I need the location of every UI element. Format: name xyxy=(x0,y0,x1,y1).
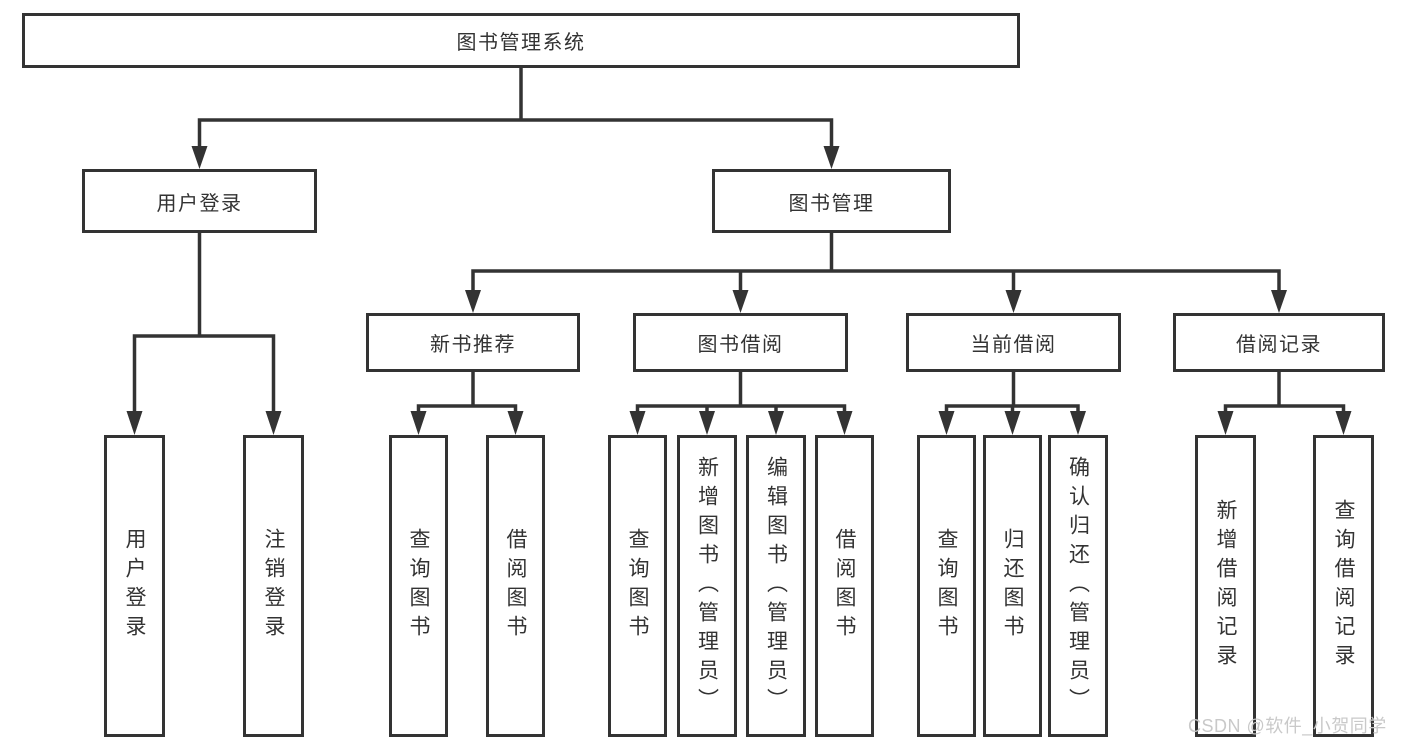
leaf-label: 确认归还（管理员） xyxy=(1066,455,1090,717)
leaf-add-book-admin: 新增图书（管理员） xyxy=(677,435,737,737)
leaf-query-borrow-record: 查询借阅记录 xyxy=(1313,435,1374,737)
node-library-management-system: 图书管理系统 xyxy=(22,13,1020,68)
leaf-confirm-return-admin: 确认归还（管理员） xyxy=(1048,435,1108,737)
leaf-borrow-books-recommend: 借阅图书 xyxy=(486,435,545,737)
leaf-borrow-books: 借阅图书 xyxy=(815,435,874,737)
leaf-label: 注销登录 xyxy=(262,528,286,644)
leaf-label: 编辑图书（管理员） xyxy=(764,455,788,717)
leaf-query-books-recommend: 查询图书 xyxy=(389,435,448,737)
leaf-add-borrow-record: 新增借阅记录 xyxy=(1195,435,1256,737)
leaf-label: 查询图书 xyxy=(626,528,650,644)
leaf-query-books-borrow: 查询图书 xyxy=(608,435,667,737)
leaf-label: 借阅图书 xyxy=(504,528,528,644)
leaf-label: 归还图书 xyxy=(1001,528,1025,644)
node-current-borrowing: 当前借阅 xyxy=(906,313,1121,372)
leaf-label: 查询图书 xyxy=(935,528,959,644)
leaf-user-login: 用户登录 xyxy=(104,435,165,737)
node-new-book-recommendation: 新书推荐 xyxy=(366,313,580,372)
leaf-label: 查询借阅记录 xyxy=(1332,499,1356,673)
leaf-label: 新增借阅记录 xyxy=(1214,499,1238,673)
leaf-logout: 注销登录 xyxy=(243,435,304,737)
leaf-edit-book-admin: 编辑图书（管理员） xyxy=(746,435,806,737)
leaf-label: 新增图书（管理员） xyxy=(695,455,719,717)
node-user-login: 用户登录 xyxy=(82,169,317,233)
csdn-watermark: CSDN @软件_小贺同学 xyxy=(1188,716,1387,736)
leaf-label: 借阅图书 xyxy=(833,528,857,644)
leaf-label: 用户登录 xyxy=(123,528,147,644)
leaf-label: 查询图书 xyxy=(407,528,431,644)
node-borrowing-records: 借阅记录 xyxy=(1173,313,1385,372)
leaf-return-book: 归还图书 xyxy=(983,435,1042,737)
leaf-query-books-current: 查询图书 xyxy=(917,435,976,737)
node-book-management: 图书管理 xyxy=(712,169,951,233)
node-book-borrowing: 图书借阅 xyxy=(633,313,848,372)
